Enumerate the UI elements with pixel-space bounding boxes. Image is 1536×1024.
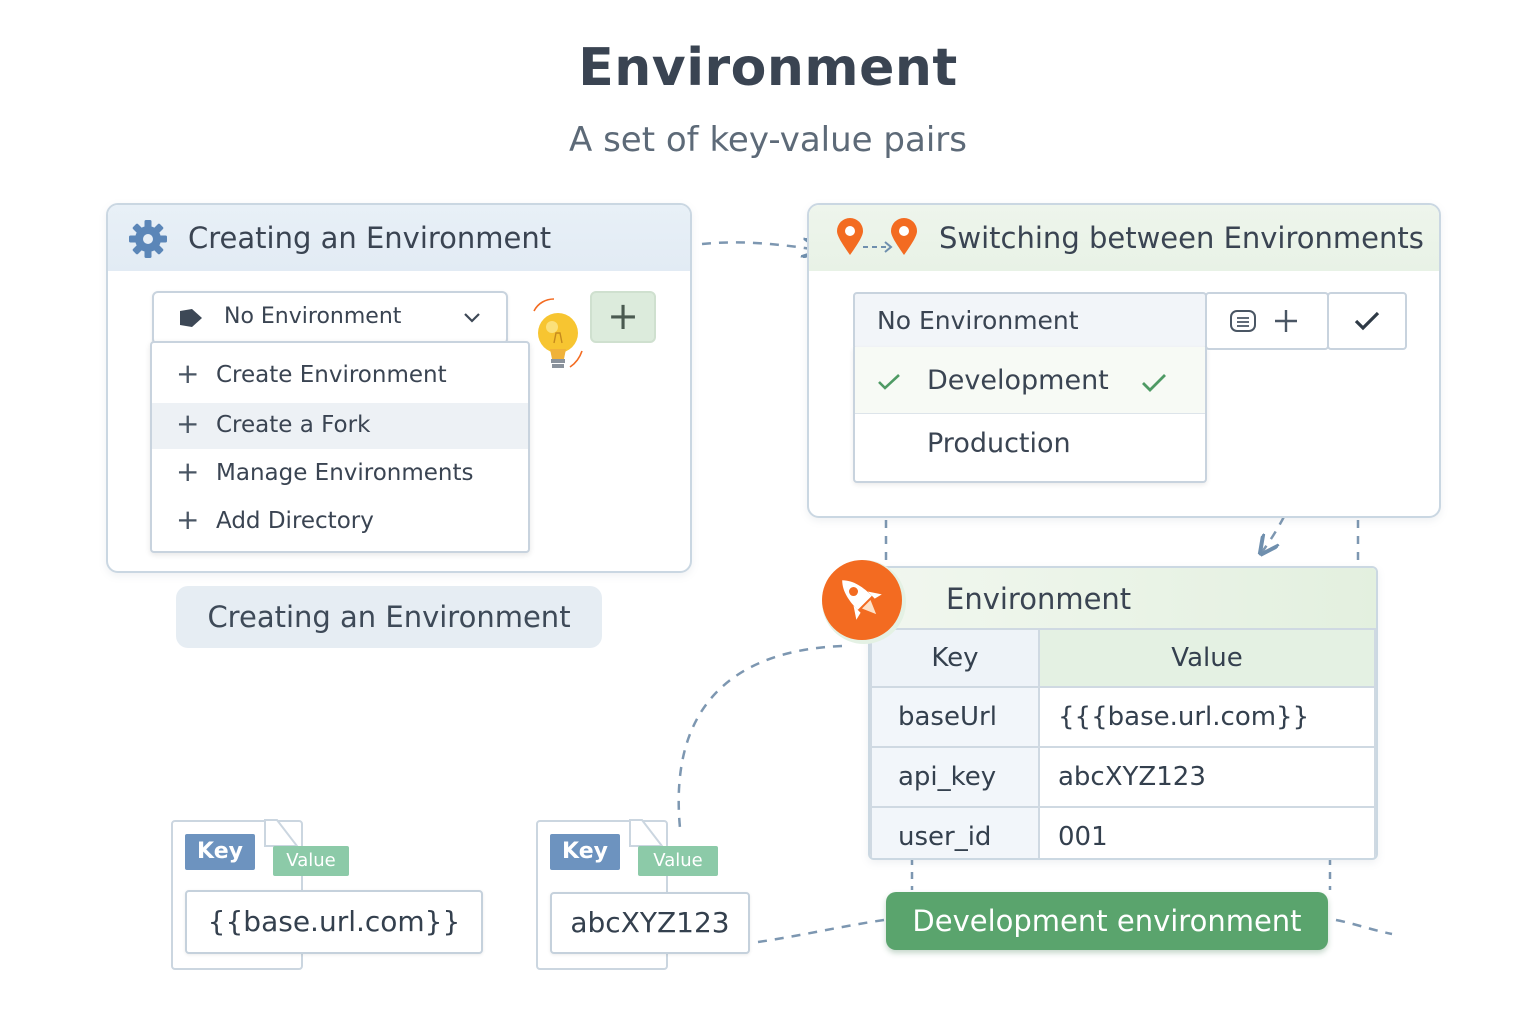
- confirm-button[interactable]: [1327, 292, 1407, 350]
- connector-table-to-card: [677, 644, 843, 829]
- environment-select[interactable]: No Environment: [152, 291, 508, 345]
- environment-dropdown-menu: + Create Environment + Create a Fork + M…: [150, 341, 530, 553]
- key-value-card-2: Key Value abcXYZ123: [536, 818, 750, 968]
- page-subtitle: A set of key-value pairs: [569, 120, 967, 160]
- plus-icon: +: [176, 455, 200, 488]
- option-label: Production: [927, 428, 1071, 459]
- gear-icon: [129, 220, 167, 258]
- menu-item-label: Create a Fork: [216, 412, 371, 438]
- option-production[interactable]: Production: [855, 414, 1205, 480]
- table-header-row: Key Value: [870, 628, 1376, 688]
- rocket-icon: [822, 560, 906, 644]
- plus-icon: +: [176, 407, 200, 440]
- lightbulb-icon: [533, 298, 583, 368]
- value-tag: Value: [638, 846, 718, 876]
- menu-item-label: Add Directory: [216, 508, 374, 534]
- environment-table-title: Environment: [946, 582, 1132, 616]
- value-field[interactable]: {{base.url.com}}: [185, 890, 483, 954]
- table-row: user_id 001: [870, 806, 1376, 858]
- row-value: abcXYZ123: [1038, 746, 1376, 808]
- arrow-right-icon: [863, 241, 893, 253]
- create-environment-caption: Creating an Environment: [176, 586, 602, 648]
- menu-item-label: Manage Environments: [216, 460, 474, 486]
- option-development[interactable]: Development: [855, 347, 1205, 414]
- development-environment-badge[interactable]: Development environment: [886, 892, 1328, 950]
- option-label: Development: [927, 365, 1109, 396]
- create-environment-panel: Creating an Environment No Environment +…: [106, 203, 692, 573]
- switch-panel-header: Switching between Environments: [809, 205, 1439, 271]
- row-key: api_key: [870, 746, 1040, 808]
- check-icon: [1354, 311, 1380, 331]
- environment-table-header: Environment: [870, 568, 1376, 628]
- menu-item-add-directory[interactable]: + Add Directory: [152, 499, 528, 545]
- key-tag: Key: [185, 834, 255, 870]
- key-value-card-1: Key Value {{base.url.com}}: [171, 818, 483, 968]
- value-tag: Value: [273, 846, 349, 876]
- environment-switch-value: No Environment: [877, 306, 1079, 335]
- check-icon: [1142, 374, 1166, 392]
- row-key: baseUrl: [870, 686, 1040, 748]
- key-value-table: Key Value baseUrl {{{base.url.com}} api_…: [870, 628, 1376, 858]
- menu-item-label: Create Environment: [216, 362, 447, 388]
- menu-item-manage-environments[interactable]: + Manage Environments: [152, 451, 528, 497]
- column-header-value: Value: [1038, 628, 1376, 688]
- table-row: api_key abcXYZ123: [870, 746, 1376, 808]
- key-tag: Key: [550, 834, 620, 870]
- location-pin-icon: [837, 218, 863, 255]
- switch-panel-title: Switching between Environments: [939, 221, 1424, 255]
- check-icon: [878, 374, 900, 390]
- plus-icon: +: [176, 357, 200, 390]
- connector-card-to-badge: [757, 918, 885, 944]
- column-header-key: Key: [870, 628, 1040, 688]
- page-title: Environment: [578, 38, 958, 98]
- plus-icon: +: [176, 503, 200, 536]
- switch-environment-panel: Switching between Environments No Enviro…: [807, 203, 1441, 518]
- table-row: baseUrl {{{base.url.com}}: [870, 686, 1376, 748]
- value-field[interactable]: abcXYZ123: [550, 892, 750, 954]
- menu-item-create-fork[interactable]: + Create a Fork: [152, 403, 528, 449]
- environment-select-value: No Environment: [224, 304, 402, 329]
- environment-table-card: Environment Key Value baseUrl {{{base.ur…: [868, 566, 1378, 860]
- add-environment-button[interactable]: +: [590, 291, 656, 343]
- connector-create-to-switch: [701, 242, 818, 250]
- environment-switch-select[interactable]: No Environment: [853, 292, 1207, 350]
- environment-options-list: Development Production: [853, 347, 1207, 483]
- row-value: {{{base.url.com}}: [1038, 686, 1376, 748]
- plus-icon[interactable]: [1273, 308, 1299, 334]
- chevron-down-icon: [464, 313, 480, 323]
- create-panel-header: Creating an Environment: [108, 205, 690, 271]
- create-panel-title: Creating an Environment: [188, 221, 552, 255]
- location-pin-icon: [891, 218, 917, 255]
- switch-toolbar: [1205, 292, 1329, 350]
- tag-icon: [180, 309, 202, 327]
- row-key: user_id: [870, 806, 1040, 858]
- list-icon[interactable]: [1229, 309, 1257, 333]
- connector-badge-right: [1335, 918, 1393, 936]
- menu-item-create-environment[interactable]: + Create Environment: [152, 353, 528, 399]
- row-value: 001: [1038, 806, 1376, 858]
